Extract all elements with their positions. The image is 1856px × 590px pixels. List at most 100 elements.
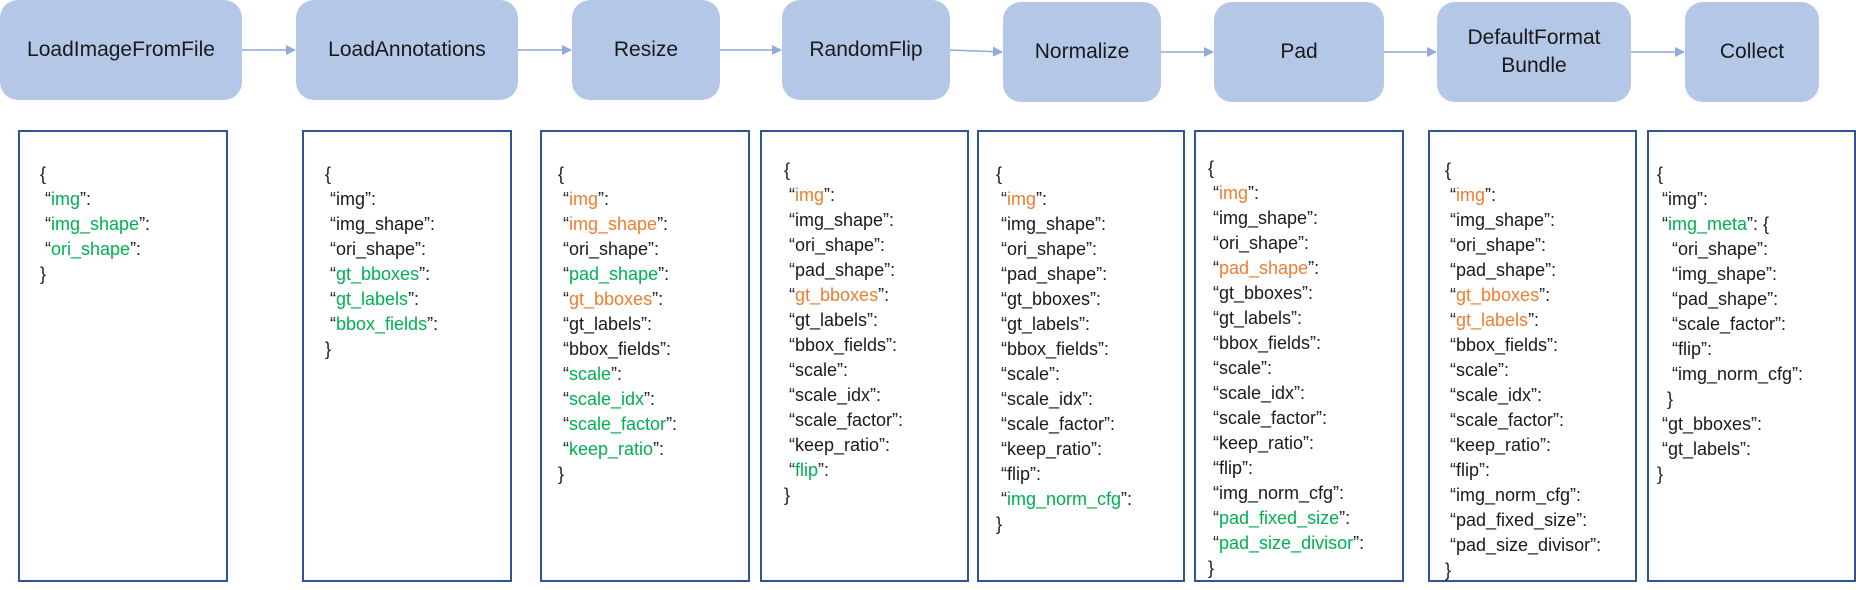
dict-key-new: scale_idx bbox=[569, 389, 645, 409]
dict-line: “flip”: bbox=[784, 460, 830, 480]
dict-line: “keep_ratio”: bbox=[784, 435, 891, 455]
dict-line: “scale”: bbox=[558, 364, 623, 384]
dict-panel-8 bbox=[1647, 130, 1856, 582]
dict-key-new: keep_ratio bbox=[569, 439, 654, 459]
dict-line: { bbox=[40, 164, 47, 184]
dict-line: } bbox=[1657, 389, 1674, 409]
dict-keys: { “img”: “img_shape”: “ori_shape”: “pad_… bbox=[784, 158, 903, 508]
dict-line: “ori_shape”: bbox=[1445, 235, 1547, 255]
dict-line: “scale_factor”: bbox=[784, 410, 904, 430]
dict-line: “img”: bbox=[784, 185, 836, 205]
dict-line: } bbox=[784, 485, 791, 505]
dict-line: { bbox=[558, 164, 565, 184]
dict-line: “bbox_fields”: bbox=[558, 339, 672, 359]
dict-line: “img”: bbox=[1657, 189, 1708, 209]
dict-key-modified: gt_bboxes bbox=[795, 285, 879, 305]
dict-line: “scale_factor”: bbox=[1657, 314, 1787, 334]
dict-key-new: bbox_fields bbox=[336, 314, 428, 334]
dict-line: “scale_idx”: bbox=[1208, 383, 1306, 403]
step-2: LoadAnnotations bbox=[296, 0, 518, 100]
dict-line: “flip”: bbox=[1445, 460, 1490, 480]
dict-line: “img_shape”: bbox=[40, 214, 151, 234]
dict-key-modified: img bbox=[795, 185, 825, 205]
step-label: Pad bbox=[1280, 39, 1318, 63]
dict-line: “gt_bboxes”: bbox=[1445, 285, 1551, 305]
dict-line: “ori_shape”: bbox=[40, 239, 142, 259]
dict-line: “pad_shape”: bbox=[558, 264, 670, 284]
dict-key-new: pad_fixed_size bbox=[1219, 508, 1340, 528]
dict-line: “img_shape”: bbox=[1657, 264, 1778, 284]
step-label: Collect bbox=[1719, 39, 1785, 63]
dict-keys: { “img”: “img_meta”: { “ori_shape”: “img… bbox=[1657, 162, 1803, 487]
dict-key-new: gt_bboxes bbox=[336, 264, 420, 284]
dict-line: “gt_labels”: bbox=[1445, 310, 1540, 330]
dict-line: “scale”: bbox=[784, 360, 849, 380]
dict-line: “keep_ratio”: bbox=[558, 439, 665, 459]
step-5: Normalize bbox=[1003, 2, 1161, 102]
dict-line: “scale”: bbox=[1445, 360, 1510, 380]
dict-line: “ori_shape”: bbox=[325, 239, 427, 259]
dict-line: “pad_shape”: bbox=[784, 260, 896, 280]
dict-line: { bbox=[996, 164, 1003, 184]
dict-line: “gt_labels”: bbox=[1208, 308, 1303, 328]
step-label: Normalize bbox=[1034, 39, 1130, 63]
dict-line: “keep_ratio”: bbox=[1208, 433, 1315, 453]
dict-key-modified: img bbox=[569, 189, 599, 209]
dict-line: “keep_ratio”: bbox=[1445, 435, 1552, 455]
dict-line: “img_shape”: bbox=[558, 214, 669, 234]
dict-line: “img”: bbox=[325, 189, 376, 209]
dict-line: } bbox=[1445, 560, 1452, 580]
dict-panel-2 bbox=[302, 130, 512, 582]
dict-keys: { “img”: “img_shape”: “ori_shape”: “pad_… bbox=[1445, 158, 1601, 583]
dict-line: “scale_factor”: bbox=[996, 414, 1116, 434]
dict-line: “img”: bbox=[1208, 183, 1260, 203]
dict-key-new: ori_shape bbox=[51, 239, 131, 259]
dict-keys: { “img”: “img_shape”: “ori_shape”: “pad_… bbox=[558, 162, 677, 487]
dict-line: } bbox=[1208, 558, 1215, 578]
dict-keys: { “img”: “img_shape”: “ori_shape”:} bbox=[40, 162, 150, 287]
dict-line: “img_meta”: { bbox=[1657, 214, 1770, 234]
dict-panel-7 bbox=[1428, 130, 1637, 582]
dict-line: “ori_shape”: bbox=[1208, 233, 1310, 253]
dict-line: “bbox_fields”: bbox=[325, 314, 439, 334]
dict-line: “gt_bboxes”: bbox=[558, 289, 664, 309]
dict-line: “img_shape”: bbox=[1445, 210, 1556, 230]
dict-line: “bbox_fields”: bbox=[784, 335, 898, 355]
dict-line: “bbox_fields”: bbox=[1208, 333, 1322, 353]
dict-line: “scale_factor”: bbox=[1445, 410, 1565, 430]
dict-line: “gt_labels”: bbox=[325, 289, 420, 309]
dict-line: “flip”: bbox=[1208, 458, 1253, 478]
dict-line: “pad_shape”: bbox=[1445, 260, 1557, 280]
step-1: LoadImageFromFile bbox=[0, 0, 242, 100]
dict-key-new: gt_labels bbox=[336, 289, 409, 309]
dict-line: “gt_bboxes”: bbox=[325, 264, 431, 284]
dict-line: “ori_shape”: bbox=[784, 235, 886, 255]
dict-key-new: img bbox=[51, 189, 81, 209]
dict-line: “gt_bboxes”: bbox=[784, 285, 890, 305]
dict-panel-3 bbox=[540, 130, 750, 582]
dict-line: “img”: bbox=[40, 189, 92, 209]
step-label: Resize bbox=[613, 37, 679, 61]
step-label: LoadImageFromFile bbox=[27, 37, 215, 61]
dict-line: “scale_idx”: bbox=[558, 389, 656, 409]
dict-line: “pad_fixed_size”: bbox=[1208, 508, 1351, 528]
dict-line: “scale_idx”: bbox=[784, 385, 882, 405]
dict-line: “ori_shape”: bbox=[1657, 239, 1769, 259]
dict-line: “scale”: bbox=[1208, 358, 1273, 378]
dict-key-new: scale_factor bbox=[569, 414, 667, 434]
dict-keys: { “img”: “img_shape”: “ori_shape”: “pad_… bbox=[1208, 156, 1364, 581]
dict-line: } bbox=[558, 464, 565, 484]
flow-arrow bbox=[949, 46, 1003, 57]
dict-line: “flip”: bbox=[1657, 339, 1713, 359]
dict-key-modified: img bbox=[1456, 185, 1486, 205]
dict-key-new: img_meta bbox=[1668, 214, 1748, 234]
dict-line: “img”: bbox=[1445, 185, 1497, 205]
dict-key-new: pad_size_divisor bbox=[1219, 533, 1354, 553]
dict-panel-6 bbox=[1194, 130, 1404, 582]
dict-key-modified: gt_bboxes bbox=[569, 289, 653, 309]
dict-line: “img_norm_cfg”: bbox=[1657, 364, 1804, 384]
dict-line: “img_shape”: bbox=[996, 214, 1107, 234]
dict-line: { bbox=[1445, 160, 1452, 180]
